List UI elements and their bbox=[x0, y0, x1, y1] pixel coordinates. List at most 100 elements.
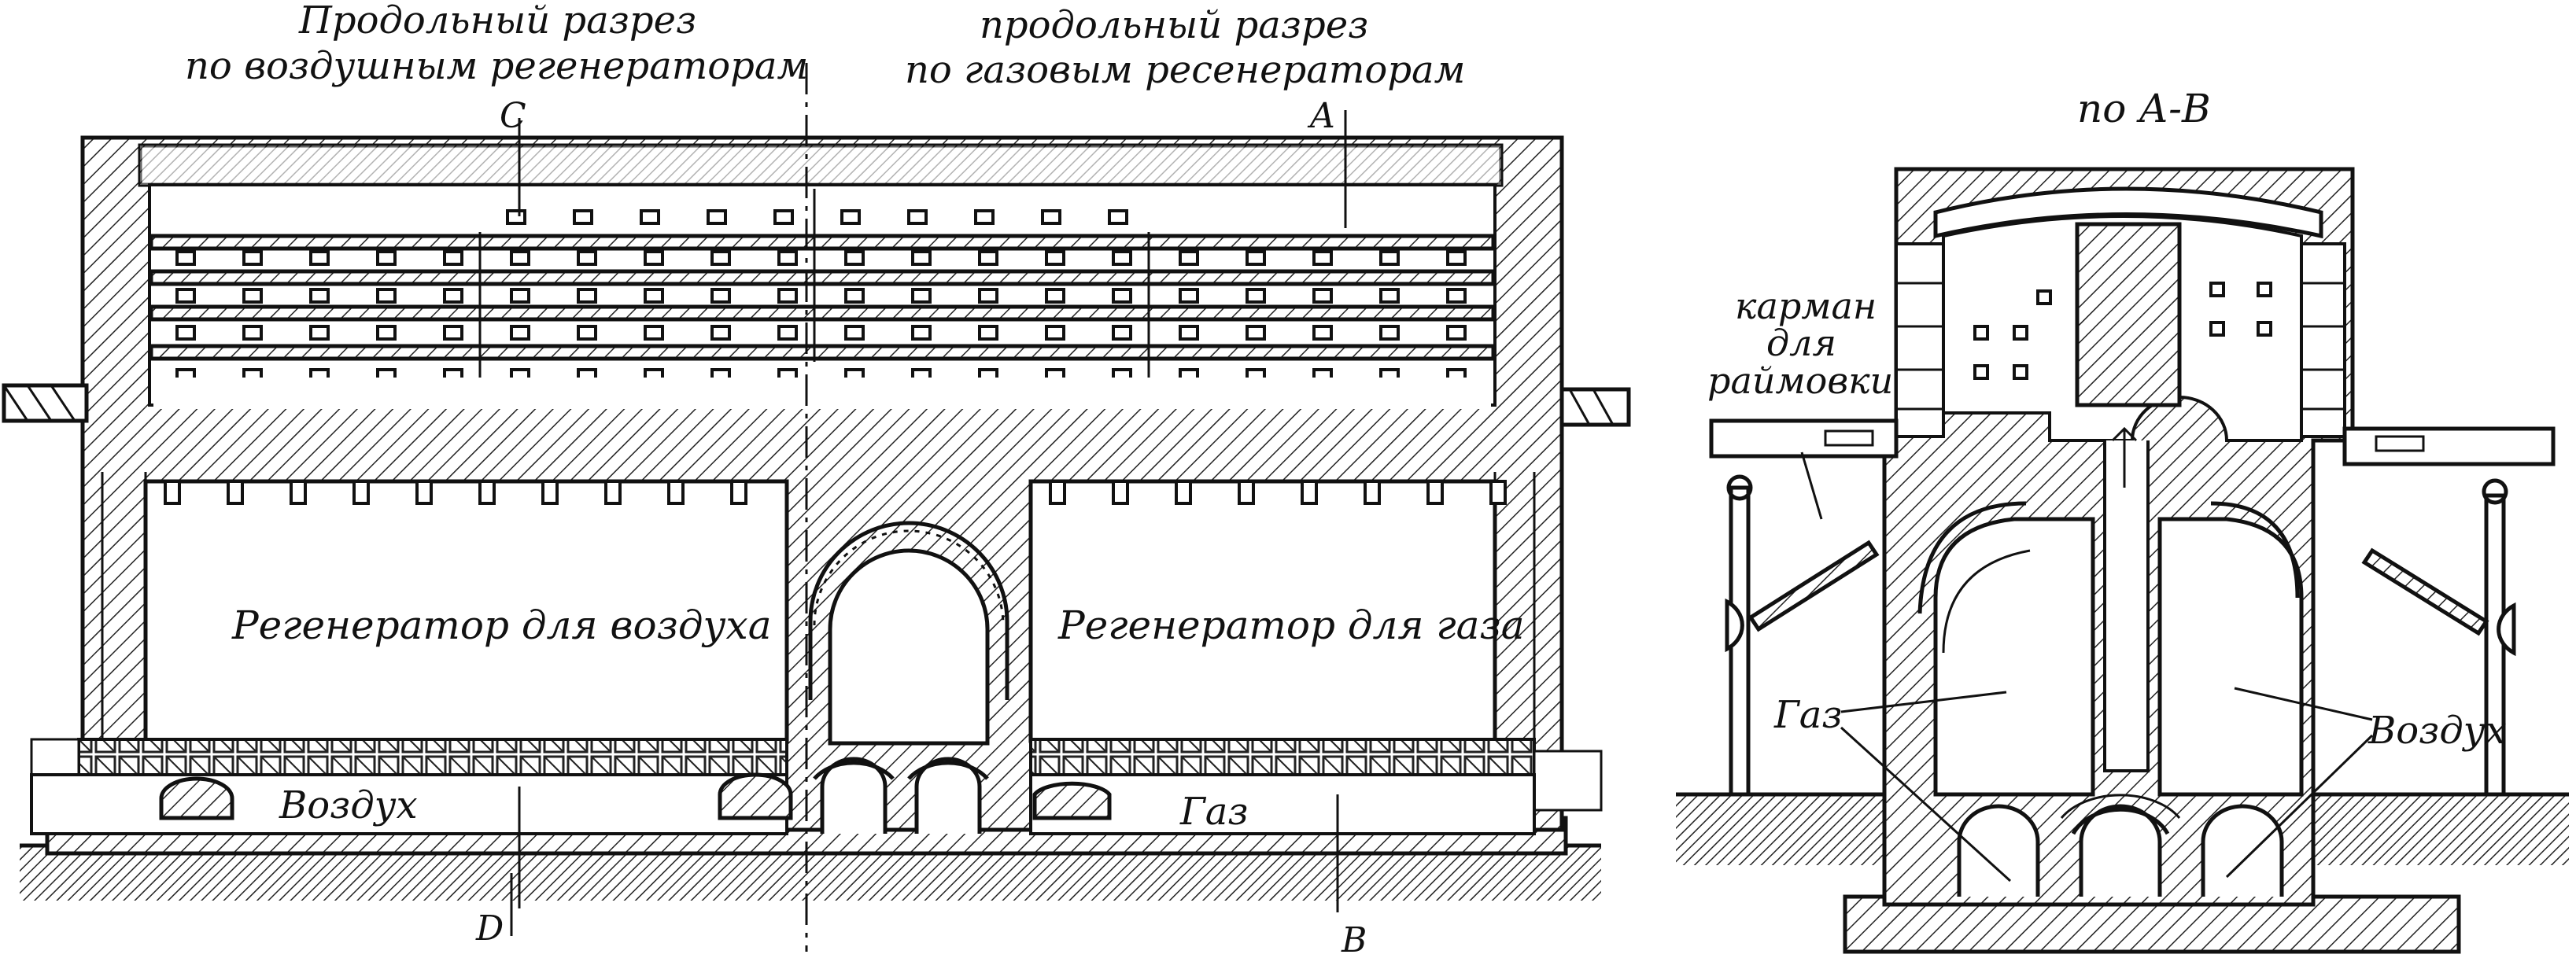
corbel-tooth bbox=[541, 480, 559, 505]
pocket-label-line2: для bbox=[1766, 322, 1836, 364]
corbel-tooth bbox=[667, 480, 685, 505]
checker-hole bbox=[1045, 250, 1065, 266]
checker-hole bbox=[1246, 250, 1266, 266]
gas-regenerator-label: Регенератор для газа bbox=[1057, 602, 1525, 648]
checker-hole bbox=[376, 288, 397, 304]
corbel-tooth bbox=[604, 480, 622, 505]
air-regenerator-label: Регенератор для воздуха bbox=[231, 602, 772, 648]
checker-hole bbox=[710, 288, 731, 304]
air-regenerator-cross bbox=[2157, 517, 2304, 797]
checker-hole bbox=[1045, 325, 1065, 341]
checker-hole bbox=[1179, 288, 1199, 304]
checker-hole bbox=[640, 209, 660, 225]
checker-hole bbox=[1179, 250, 1199, 266]
port-hole bbox=[2013, 364, 2028, 380]
cross-section-ab: по А-В карман для раймовки Газ Воздух bbox=[1676, 86, 2569, 954]
flue-arches bbox=[159, 757, 1112, 834]
checker-hole bbox=[777, 288, 798, 304]
buckstay-right bbox=[1559, 387, 1631, 427]
section-air-label: Воздух bbox=[2367, 709, 2507, 753]
checker-hole bbox=[1246, 288, 1266, 304]
checker-hole bbox=[1379, 288, 1400, 304]
checker-hole bbox=[911, 325, 932, 341]
pocket-label-line3: раймовки bbox=[1707, 359, 1893, 402]
brick-courses bbox=[1895, 242, 2346, 438]
checker-hole bbox=[577, 288, 597, 304]
checker-courses bbox=[149, 189, 1496, 405]
corbel-tooth bbox=[227, 480, 244, 505]
checker-hole bbox=[1379, 250, 1400, 266]
title-left-line1: Продольный разрез bbox=[298, 0, 696, 42]
checker-hole bbox=[1312, 325, 1333, 341]
port-holes bbox=[1973, 282, 2272, 380]
checker-hole bbox=[510, 250, 530, 266]
checker-hole bbox=[1446, 325, 1467, 341]
checker-hole bbox=[376, 250, 397, 266]
checker-hole bbox=[443, 288, 463, 304]
checker-hole bbox=[777, 325, 798, 341]
checker-hole bbox=[506, 209, 526, 225]
checker-hole bbox=[1312, 288, 1333, 304]
corbel-tooth bbox=[352, 480, 370, 505]
port-hole bbox=[1973, 325, 1989, 341]
gas-flue-label: Газ bbox=[1179, 790, 1249, 834]
checker-hole bbox=[175, 325, 196, 341]
checker-hole bbox=[376, 325, 397, 341]
checker-hole bbox=[573, 209, 593, 225]
checker-hole bbox=[242, 288, 263, 304]
checker-holes bbox=[175, 209, 1467, 384]
corbel-tooth bbox=[478, 480, 496, 505]
platform-slab bbox=[1709, 418, 2556, 466]
checker-hole bbox=[974, 209, 995, 225]
checker-hole bbox=[1108, 209, 1128, 225]
corbel-tooth bbox=[1364, 480, 1381, 505]
gas-regenerator-chamber bbox=[1028, 479, 1497, 743]
section-marker-a: A bbox=[1307, 96, 1335, 136]
checker-hole bbox=[911, 288, 932, 304]
section-line-ab bbox=[1336, 110, 1347, 912]
corbel-tooth bbox=[730, 480, 747, 505]
title-right-line2: по газовым ресенераторам bbox=[905, 48, 1465, 92]
leader-lines bbox=[1800, 451, 2374, 882]
section-marker-c: C bbox=[500, 96, 526, 136]
checker-hole bbox=[510, 288, 530, 304]
checker-hole bbox=[242, 325, 263, 341]
title-left-line2: по воздушным регенераторам bbox=[185, 44, 808, 88]
crown-arch bbox=[1933, 186, 2323, 239]
section-line-cd bbox=[510, 118, 521, 936]
checker-hole bbox=[443, 325, 463, 341]
checker-hole bbox=[844, 288, 865, 304]
side-supports bbox=[1725, 474, 2516, 797]
corbel-tooth bbox=[290, 480, 307, 505]
longitudinal-section: Продольный разрез по воздушным регенерат… bbox=[2, 0, 1631, 958]
checker-hole bbox=[978, 325, 998, 341]
gas-regenerator-cross bbox=[1933, 517, 2095, 797]
checker-hole bbox=[1045, 288, 1065, 304]
checker-hole bbox=[1246, 325, 1266, 341]
checker-hole bbox=[773, 209, 794, 225]
gas-checker-grating bbox=[1029, 738, 1536, 776]
checker-hole bbox=[710, 250, 731, 266]
air-regenerator-chamber bbox=[143, 479, 789, 743]
checker-hole bbox=[1446, 250, 1467, 266]
checker-hole bbox=[1112, 250, 1132, 266]
port-hole bbox=[2013, 325, 2028, 341]
title-right-line1: продольный разрез bbox=[980, 3, 1368, 47]
air-flue-label: Воздух bbox=[279, 783, 418, 827]
checker-hole bbox=[242, 250, 263, 266]
checker-hole bbox=[978, 250, 998, 266]
checker-hole bbox=[443, 250, 463, 266]
checker-hole bbox=[644, 288, 664, 304]
section-marker-b: B bbox=[1341, 920, 1367, 958]
checker-hole bbox=[710, 325, 731, 341]
checker-hole bbox=[1179, 325, 1199, 341]
port-hole bbox=[2209, 282, 2225, 297]
checker-hole bbox=[840, 209, 861, 225]
corbel-teeth bbox=[164, 480, 1507, 505]
section-gas-label: Газ bbox=[1773, 693, 1843, 737]
corbel-tooth bbox=[1238, 480, 1255, 505]
checker-chamber bbox=[148, 183, 1497, 407]
checker-hole bbox=[1446, 288, 1467, 304]
checker-hole bbox=[644, 250, 664, 266]
